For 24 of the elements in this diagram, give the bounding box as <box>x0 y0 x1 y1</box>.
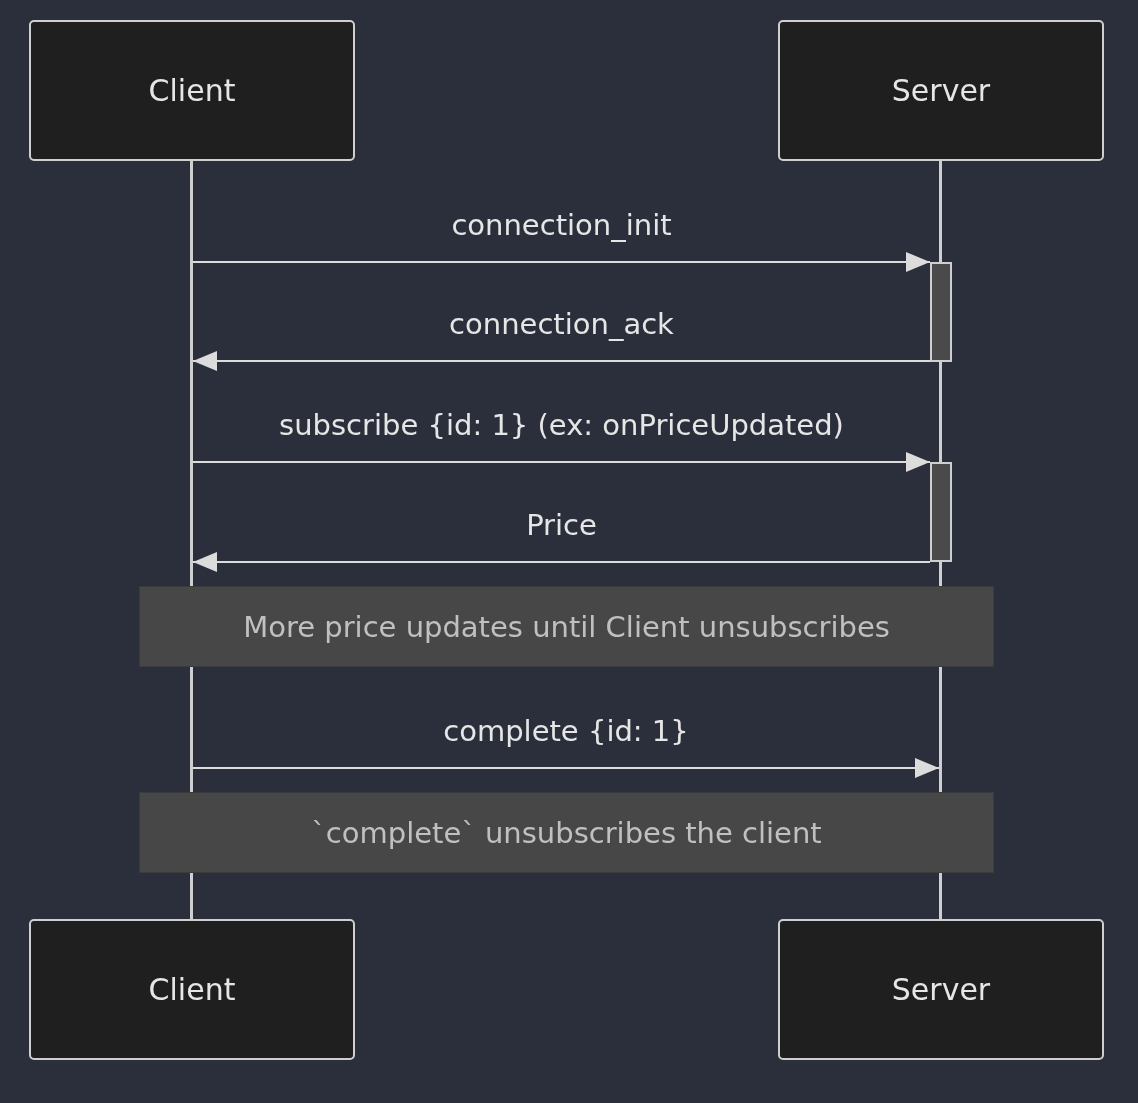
message-arrow <box>192 252 931 272</box>
note-box <box>139 586 994 667</box>
participant-label: Client <box>148 972 236 1007</box>
note-text: More price updates until Client unsubscribes <box>243 609 890 644</box>
participant-label: Client <box>148 73 236 108</box>
message-label: complete {id: 1} <box>443 714 689 748</box>
message-arrow <box>192 758 940 778</box>
message-arrow <box>192 351 931 371</box>
participant-box <box>29 919 355 1060</box>
participant-box <box>29 20 355 161</box>
participant-label: Server <box>891 972 991 1007</box>
note-box <box>139 792 994 873</box>
message-label: connection_init <box>451 208 672 242</box>
message-arrow <box>192 452 931 472</box>
activation-bar <box>930 262 952 362</box>
message-label: subscribe {id: 1} (ex: onPriceUpdated) <box>279 408 844 442</box>
activation-bar <box>930 462 952 562</box>
note-text: `complete` unsubscribes the client <box>311 815 822 850</box>
message-label: connection_ack <box>449 307 674 341</box>
message-arrow <box>192 552 931 572</box>
participant-label: Server <box>891 73 991 108</box>
message-label: Price <box>526 508 597 542</box>
participant-box <box>778 20 1104 161</box>
participant-box <box>778 919 1104 1060</box>
